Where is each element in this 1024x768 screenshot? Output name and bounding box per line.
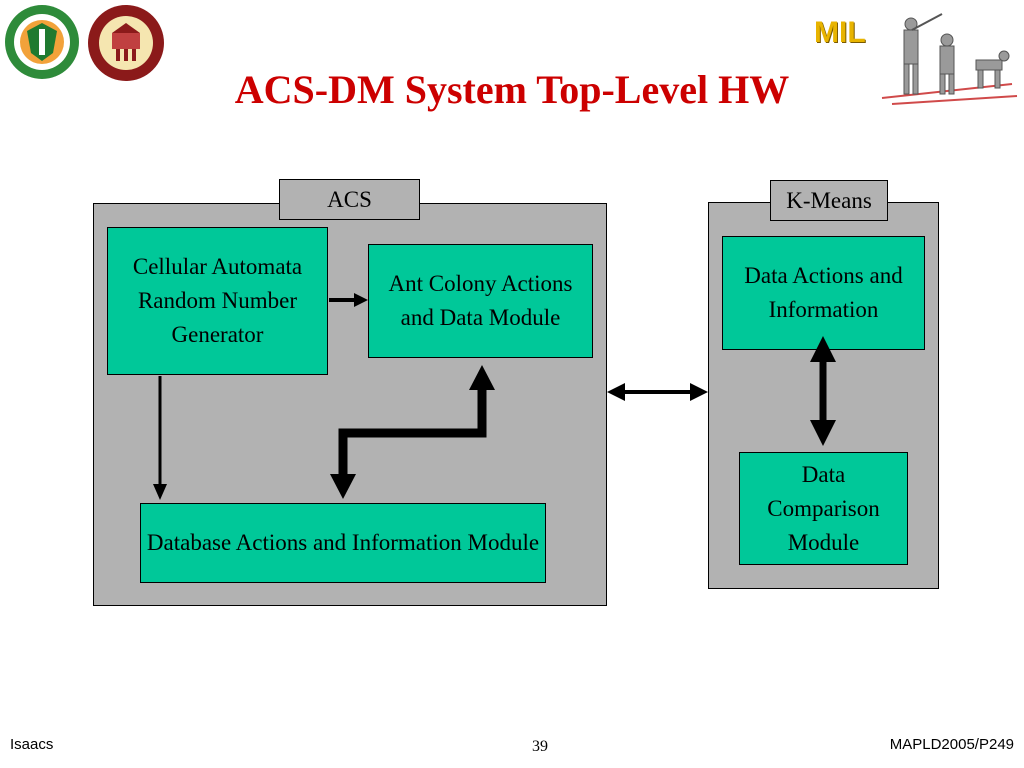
ant-colony-module: Ant Colony Actions and Data Module bbox=[368, 244, 593, 358]
mil-robots-icon bbox=[881, 13, 1018, 105]
arrow-acs-kmeans-bidirectional bbox=[607, 383, 708, 401]
slide-title: ACS-DM System Top-Level HW bbox=[234, 67, 790, 112]
arrow-database-ant-bidirectional bbox=[330, 365, 495, 499]
mil-logo-text: MIL bbox=[814, 16, 866, 49]
cellular-automata-label: Cellular Automata Random Number Generato… bbox=[132, 254, 303, 347]
cellular-automata-module: Cellular Automata Random Number Generato… bbox=[107, 227, 328, 375]
arrow-cellular-to-ant bbox=[329, 293, 368, 307]
fsu-seal-icon bbox=[88, 5, 164, 81]
database-module: Database Actions and Information Module bbox=[140, 503, 546, 583]
acs-label: ACS bbox=[279, 179, 420, 220]
mil-logo: MIL bbox=[812, 10, 1022, 106]
arrow-dataactions-comparison-bidirectional bbox=[810, 336, 836, 446]
footer-page-number: 39 bbox=[532, 738, 548, 755]
famu-seal-icon bbox=[5, 5, 79, 79]
data-comparison-label: Data Comparison Module bbox=[767, 461, 880, 555]
footer-author: Isaacs bbox=[10, 736, 54, 753]
kmeans-label: K-Means bbox=[770, 180, 888, 221]
data-actions-module: Data Actions and Information bbox=[722, 236, 925, 350]
data-comparison-module: Data Comparison Module bbox=[739, 452, 908, 565]
arrow-cellular-to-database bbox=[153, 376, 167, 500]
data-actions-label: Data Actions and Information bbox=[744, 263, 903, 322]
database-label: Database Actions and Information Module bbox=[146, 530, 540, 555]
fsu-logo bbox=[86, 3, 166, 83]
ant-colony-label: Ant Colony Actions and Data Module bbox=[388, 271, 573, 330]
footer-reference: MAPLD2005/P249 bbox=[889, 736, 1014, 753]
famu-logo bbox=[3, 3, 81, 81]
